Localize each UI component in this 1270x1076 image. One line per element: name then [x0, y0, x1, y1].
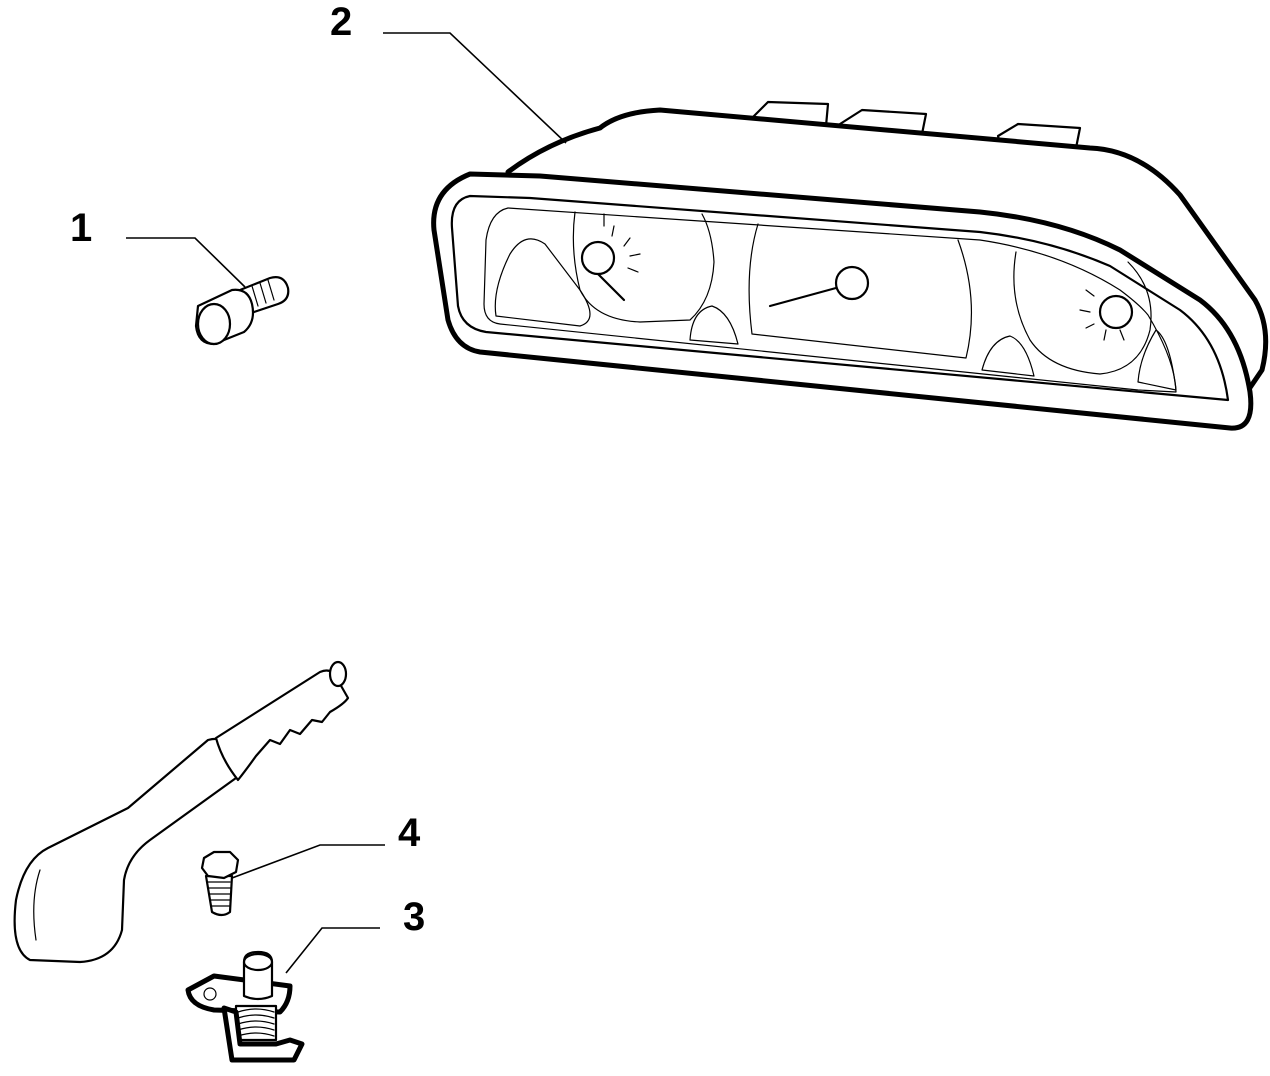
callout-number-2: 2: [330, 0, 352, 44]
callout-number-4: 4: [398, 811, 421, 855]
handbrake-lever-icon: [15, 662, 348, 962]
callout-number-3: 3: [403, 895, 425, 939]
spring-bracket-switch-icon: [188, 952, 302, 1060]
hex-head-screw-icon: [196, 277, 288, 344]
leader-line-3: [286, 928, 380, 973]
bolt-icon: [202, 852, 238, 915]
callout-number-1: 1: [70, 206, 92, 250]
leader-line-4: [232, 845, 385, 878]
instrument-cluster-icon: [434, 102, 1266, 428]
leader-line-1: [126, 238, 245, 287]
leader-line-2: [383, 33, 566, 143]
